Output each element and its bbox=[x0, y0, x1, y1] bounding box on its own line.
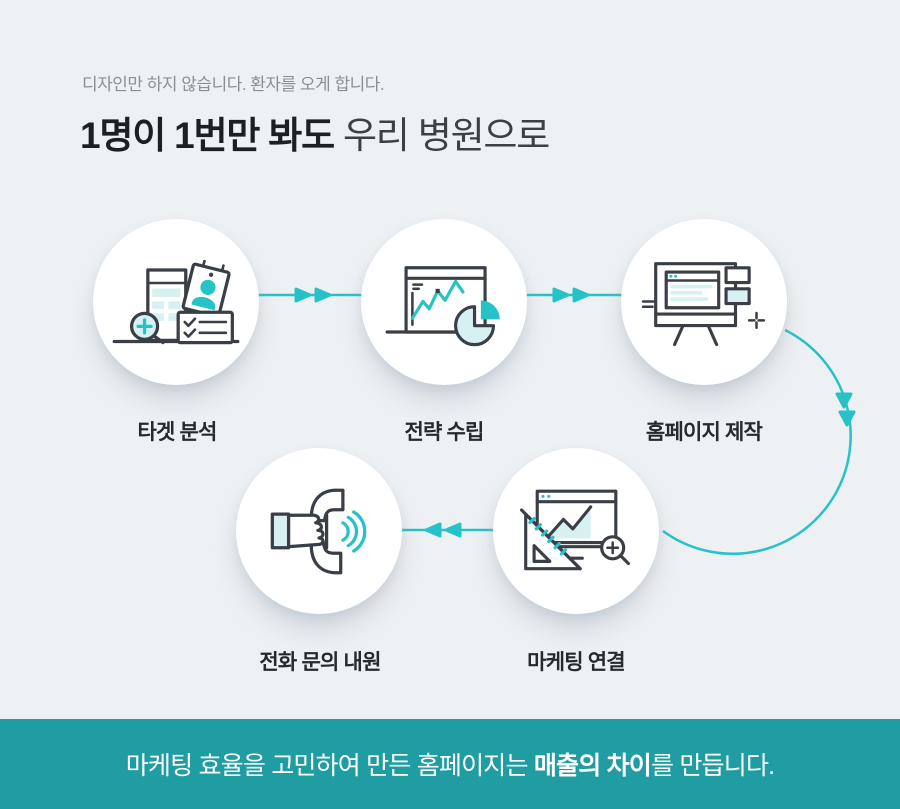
arrow-curve-down bbox=[662, 328, 856, 555]
footer-text-bold: 매출의 차이 bbox=[533, 752, 652, 780]
arrow-right-1 bbox=[250, 287, 370, 303]
page-title-bold: 1명이 1번만 봐도 bbox=[80, 115, 335, 156]
step-label-phone-call: 전화 문의 내원 bbox=[259, 651, 381, 674]
footer-text-before: 마케팅 효율을 고민하여 만든 홈페이지는 bbox=[125, 752, 534, 780]
phone-call-icon bbox=[270, 488, 367, 574]
step-label-target-analysis: 타겟 분석 bbox=[137, 421, 217, 444]
step-circle-strategy bbox=[361, 219, 527, 385]
website-build-icon bbox=[641, 261, 766, 346]
target-analysis-icon bbox=[112, 259, 240, 344]
step-circle-marketing-connect bbox=[493, 448, 659, 614]
marketing-connect-icon bbox=[519, 489, 630, 571]
step-label-website-build: 홈페이지 제작 bbox=[645, 421, 763, 444]
step-circle-phone-call bbox=[236, 448, 402, 614]
page-subtitle: 디자인만 하지 않습니다. 환자를 오게 합니다. bbox=[82, 75, 385, 94]
step-label-strategy: 전략 수립 bbox=[404, 421, 484, 444]
page-title-regular: 우리 병원으로 bbox=[342, 115, 550, 156]
step-circle-target-analysis bbox=[93, 219, 259, 385]
step-label-marketing-connect: 마케팅 연결 bbox=[527, 651, 625, 674]
footer-text: 마케팅 효율을 고민하여 만든 홈페이지는 매출의 차이를 만듭니다. bbox=[126, 746, 775, 782]
footer-text-after: 를 만듭니다. bbox=[651, 752, 775, 780]
strategy-chart-icon bbox=[385, 265, 500, 346]
step-circle-website-build bbox=[621, 219, 787, 385]
arrow-right-2 bbox=[518, 287, 630, 303]
arrow-left-1 bbox=[394, 522, 500, 538]
footer-banner: 마케팅 효율을 고민하여 만든 홈페이지는 매출의 차이를 만듭니다. bbox=[0, 719, 900, 809]
